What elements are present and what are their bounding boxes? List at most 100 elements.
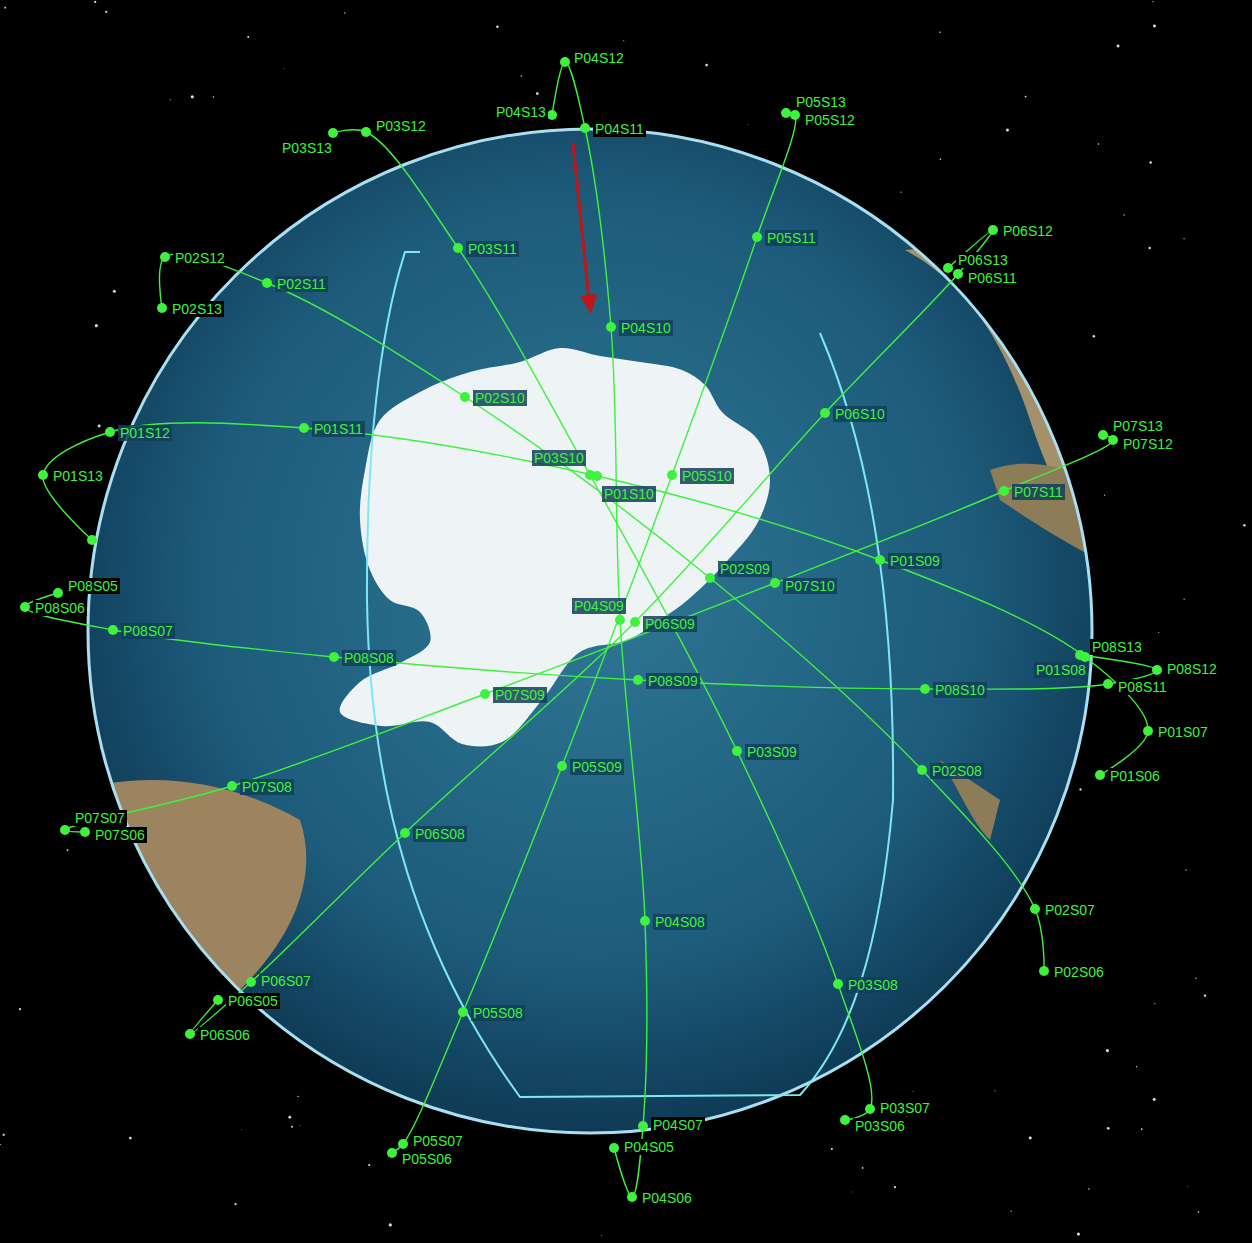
satellite-label: P04S05: [622, 1139, 676, 1155]
coverage-boundary: [367, 252, 893, 1097]
satellite-label: P08S11: [1116, 679, 1169, 695]
satellite-dot: [627, 1192, 637, 1202]
satellite-label: P06S13: [956, 252, 1010, 268]
satellite-dot: [1152, 665, 1162, 675]
satellite-dot: [580, 123, 590, 133]
star: [1029, 1136, 1032, 1139]
satellite-dot: [108, 625, 118, 635]
star: [1153, 25, 1156, 28]
satellite-label: P02S07: [1043, 902, 1097, 918]
star: [389, 1223, 392, 1226]
satellite-label: P03S11: [466, 241, 519, 257]
satellite-label: P01S06: [1108, 768, 1162, 784]
satellite-dot: [557, 761, 567, 771]
satellite-label: P08S08: [342, 650, 396, 666]
satellite-dot: [87, 535, 97, 545]
satellite-label: P06S11: [966, 270, 1019, 286]
satellite-dot: [609, 1143, 619, 1153]
star: [1077, 1232, 1080, 1235]
star: [1184, 238, 1185, 239]
satellite-label: P07S10: [783, 578, 837, 594]
satellite-dot: [400, 828, 410, 838]
satellite-dot: [988, 225, 998, 235]
satellite-label: P08S12: [1165, 661, 1219, 677]
star: [1158, 632, 1159, 633]
satellite-label: P01S10: [602, 486, 656, 502]
star: [94, 1, 96, 3]
satellite-dot: [1039, 966, 1049, 976]
orbit-track: [333, 130, 872, 1120]
satellite-dots: [20, 57, 1162, 1202]
satellite-dot: [875, 555, 885, 565]
satellite-label: P03S10: [532, 450, 586, 466]
star: [283, 67, 285, 69]
satellite-label: P08S07: [121, 623, 175, 639]
satellite-label: P04S13: [494, 104, 548, 120]
star: [496, 26, 498, 28]
satellite-dot: [781, 108, 791, 118]
star: [1149, 247, 1151, 249]
satellite-dot: [606, 322, 616, 332]
satellite-dot: [732, 746, 742, 756]
satellite-dot: [458, 1007, 468, 1017]
satellite-dot: [262, 278, 272, 288]
star: [1104, 494, 1105, 495]
satellite-dot: [615, 615, 625, 625]
satellite-dot: [752, 232, 762, 242]
satellite-dot: [1143, 726, 1153, 736]
satellite-label: P07S12: [1121, 436, 1175, 452]
star: [1154, 1003, 1155, 1004]
satellite-dot: [592, 471, 602, 481]
satellite-label: P02S10: [473, 390, 527, 406]
star: [852, 1191, 854, 1193]
satellite-dot: [633, 675, 643, 685]
satellite-dot: [820, 408, 830, 418]
star: [247, 36, 249, 38]
star: [213, 96, 214, 97]
satellite-label: P01S11: [312, 421, 365, 437]
satellite-dot: [833, 979, 843, 989]
satellite-label: P01S08: [1034, 662, 1088, 678]
star: [0, 1144, 1, 1145]
star: [894, 1186, 896, 1188]
star: [901, 192, 902, 193]
satellite-dot: [917, 765, 927, 775]
orbit-track: [552, 62, 647, 1197]
orbit-tracks: [25, 62, 1157, 1197]
star: [536, 92, 539, 95]
satellite-label: P02S09: [718, 561, 772, 577]
satellite-label: P03S13: [280, 140, 334, 156]
satellite-label: P01S09: [888, 553, 942, 569]
red-arrow-head: [580, 294, 597, 314]
satellite-dot: [1103, 679, 1113, 689]
satellite-dot: [1108, 435, 1118, 445]
star: [1187, 1186, 1189, 1188]
satellite-dot: [398, 1139, 408, 1149]
orbit-track: [190, 230, 993, 1034]
satellite-label: P08S05: [66, 578, 120, 594]
satellite-label: P05S07: [411, 1133, 465, 1149]
star: [170, 99, 171, 100]
satellite-label: P06S12: [1001, 223, 1055, 239]
satellite-label: P06S07: [259, 973, 313, 989]
star: [288, 1116, 291, 1119]
star: [1098, 143, 1100, 145]
satellite-label: P03S08: [846, 977, 900, 993]
satellite-dot: [638, 1121, 648, 1131]
star: [939, 32, 941, 34]
star: [1149, 161, 1151, 163]
satellite-dot: [547, 110, 557, 120]
satellite-dot: [640, 916, 650, 926]
satellite-label: P03S06: [853, 1118, 907, 1134]
satellite-dot: [60, 825, 70, 835]
satellite-label: P05S08: [471, 1005, 525, 1021]
satellite-label: P05S13: [794, 94, 848, 110]
continents: [80, 160, 1110, 990]
satellite-dot: [667, 470, 677, 480]
satellite-label: P02S12: [173, 250, 227, 266]
satellite-label: P06S08: [413, 826, 467, 842]
star: [1088, 1188, 1089, 1189]
star: [623, 40, 624, 41]
